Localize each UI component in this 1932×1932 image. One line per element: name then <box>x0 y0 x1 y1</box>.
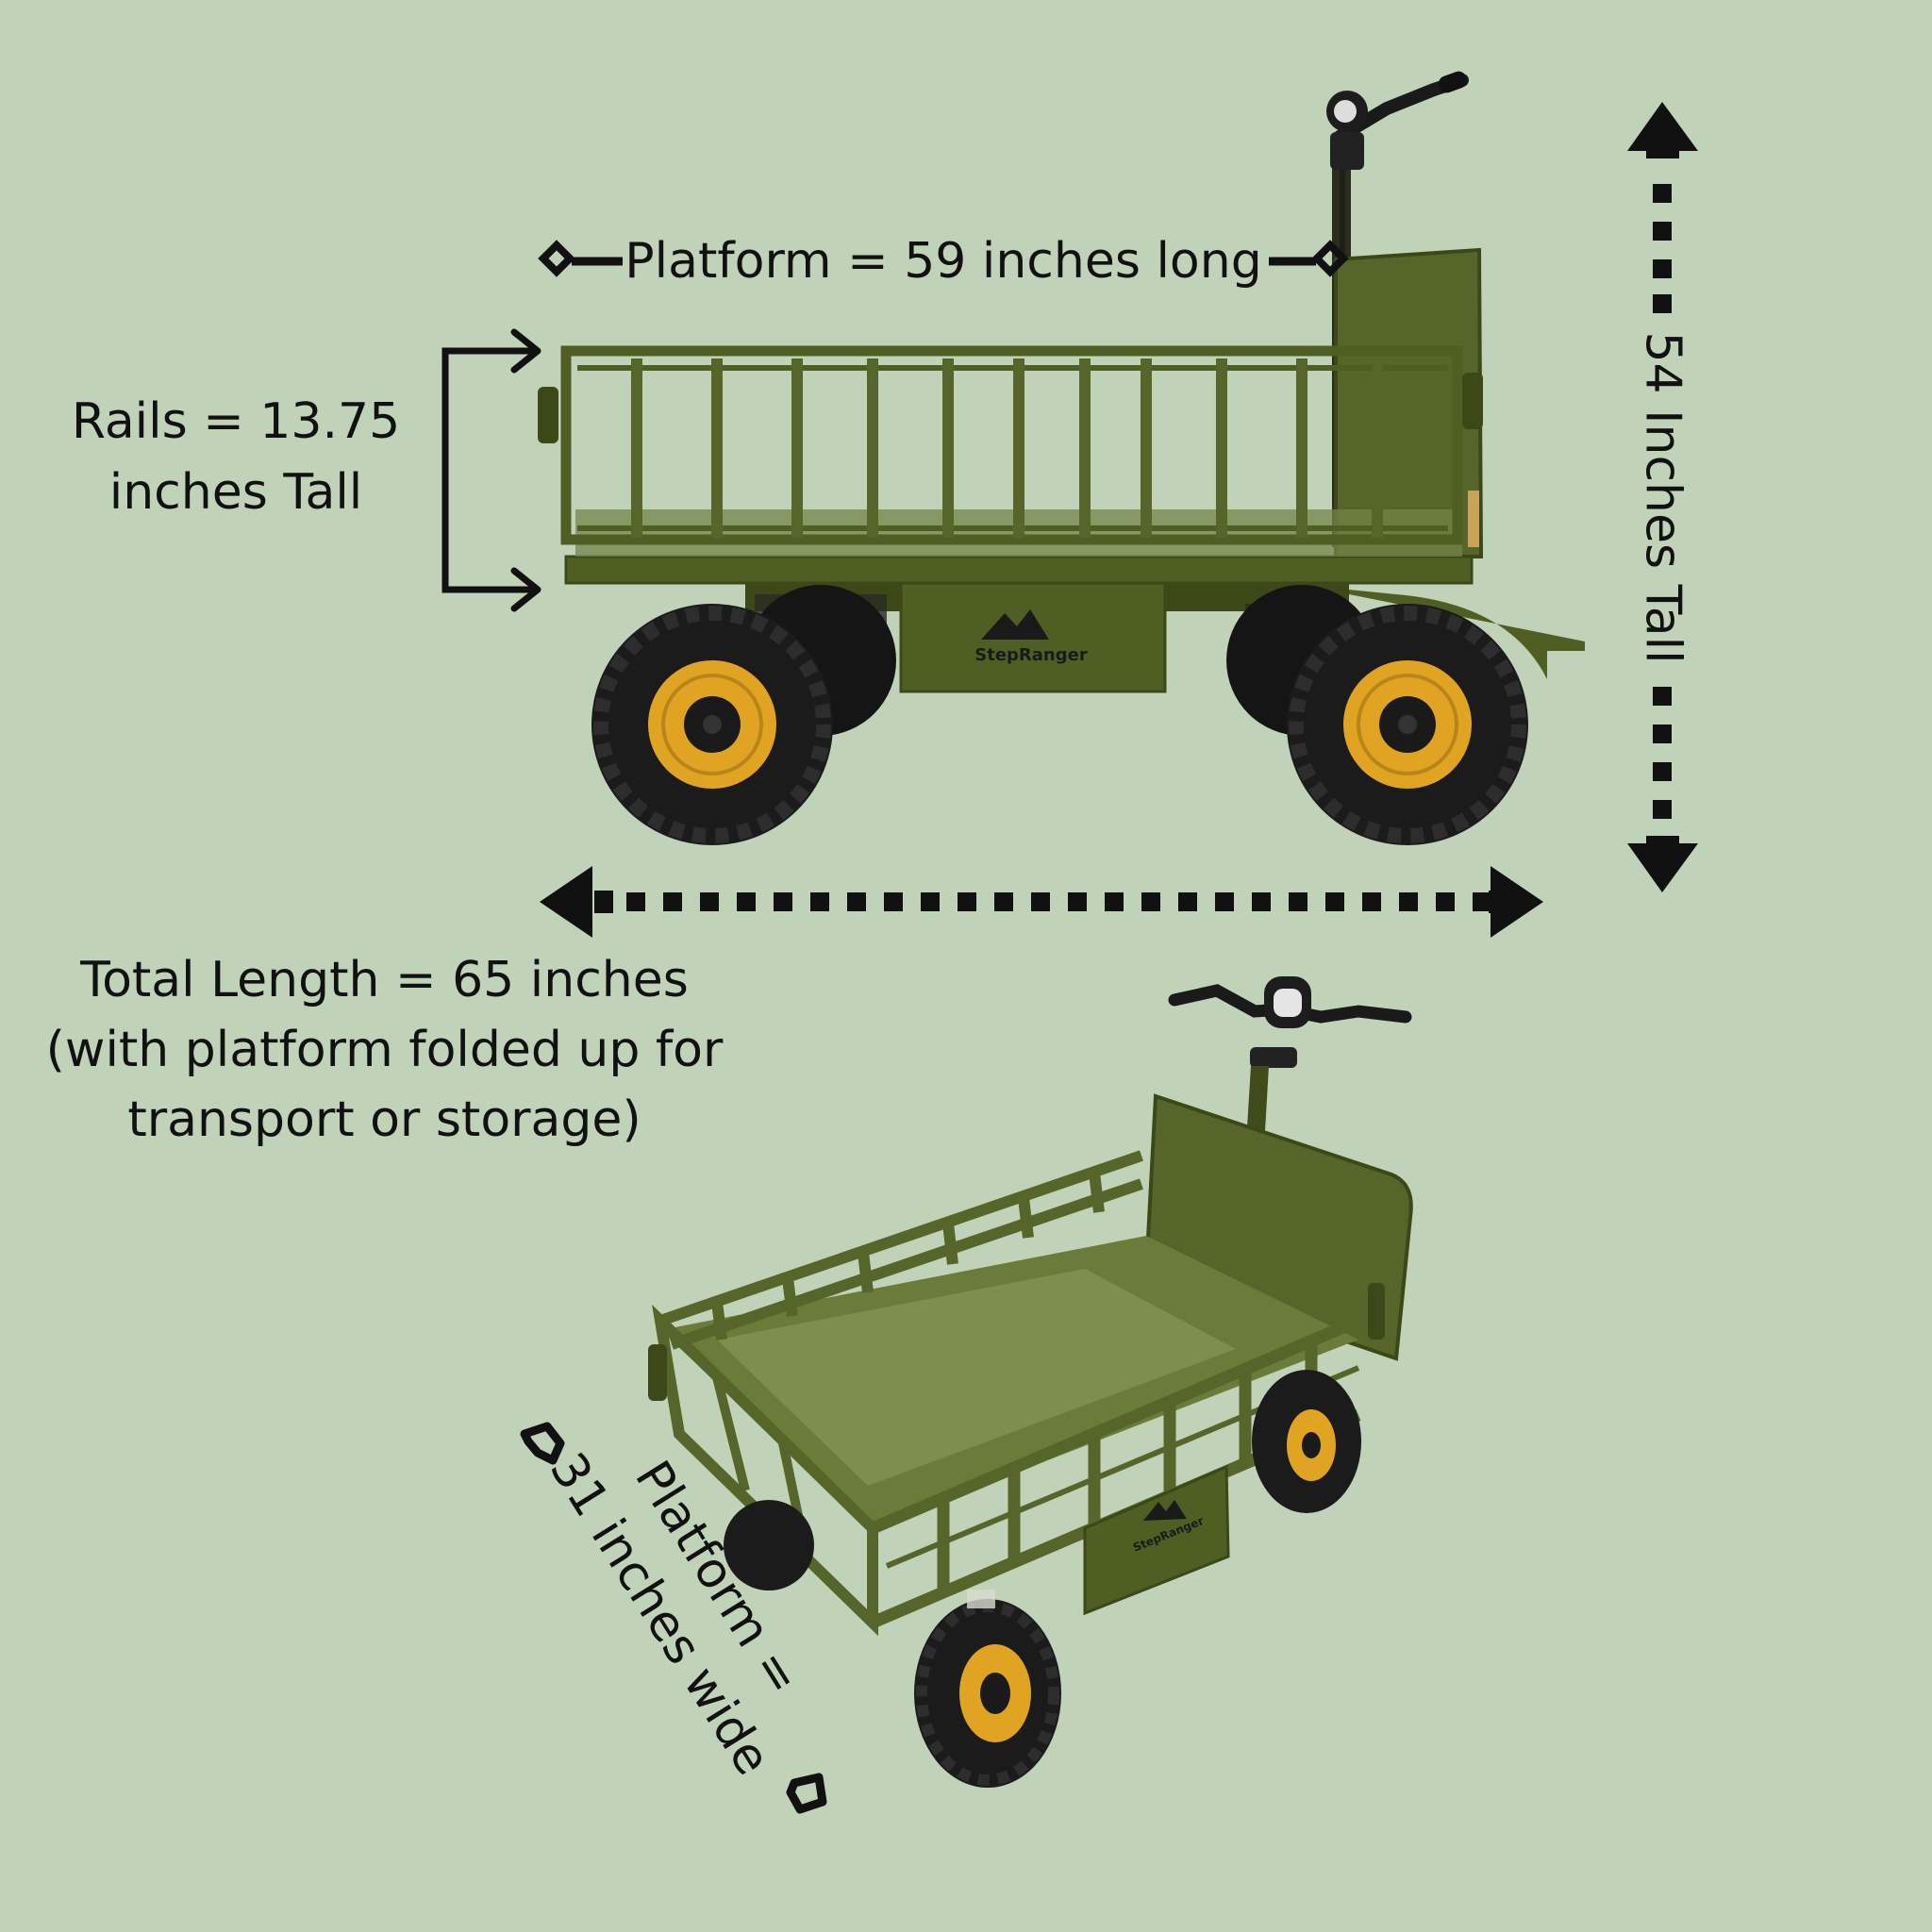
cart-side-view: StepRanger <box>538 71 1585 845</box>
back-right-wheel <box>1252 1370 1361 1513</box>
total-height-label: 54 Inches Tall <box>1634 331 1691 664</box>
platform-length-label: Platform = 59 inches long <box>625 233 1262 290</box>
arrow-up-icon <box>1627 102 1698 158</box>
total-length-indicator <box>540 866 1543 938</box>
platform-length-indicator <box>538 240 1349 277</box>
diamond-end-icon <box>538 240 575 277</box>
brand-logo-text: StepRanger <box>974 645 1088 665</box>
arrow-right-icon <box>1491 866 1543 938</box>
battery-box <box>899 581 1167 693</box>
total-length-line1: Total Length = 65 inches <box>80 952 689 1008</box>
latch-hinge <box>538 387 558 443</box>
cart-perspective-view: StepRanger <box>648 976 1413 1788</box>
platform-deck <box>564 555 1474 585</box>
rear-fender <box>1302 585 1585 679</box>
diamond-end-icon <box>520 1422 565 1465</box>
floor-shine <box>717 1269 1236 1486</box>
arrow-down-icon <box>1627 836 1698 892</box>
rear-wheel <box>591 604 833 845</box>
latch-hinge <box>1368 1283 1385 1340</box>
rails-height-label: Rails = 13.75 inches Tall <box>47 387 425 528</box>
throttle-display <box>1330 132 1364 170</box>
battery-box <box>1083 1464 1230 1616</box>
handlebar-grip <box>1439 71 1467 93</box>
total-length-line3: transport or storage) <box>127 1091 641 1148</box>
back-rail <box>658 1150 1143 1350</box>
total-length-line2: (with platform folded up for <box>45 1022 724 1078</box>
latch-handle <box>1468 491 1479 547</box>
mountain-logo-icon <box>981 609 1049 640</box>
arrow-left-icon <box>540 866 592 938</box>
latch-hinge <box>648 1344 667 1401</box>
rails-label-line2: inches Tall <box>108 464 363 521</box>
total-length-label: Total Length = 65 inches (with platform … <box>38 945 731 1155</box>
rails-height-bracket <box>441 328 541 612</box>
rail-bars <box>631 358 1383 538</box>
rails-label-line1: Rails = 13.75 <box>71 393 401 450</box>
diamond-end-icon <box>1311 240 1349 277</box>
diamond-end-icon <box>786 1773 827 1814</box>
back-left-wheel <box>724 1500 814 1591</box>
platform-width-indicator <box>520 1422 827 1814</box>
mountain-logo-icon <box>1143 1500 1187 1521</box>
front-left-wheel <box>914 1599 1061 1788</box>
arrow-right-icon <box>510 567 541 612</box>
latch-hinge <box>1462 373 1483 429</box>
front-wheel <box>1287 604 1528 845</box>
arrow-right-icon <box>510 328 541 374</box>
total-height-indicator <box>1627 102 1698 892</box>
